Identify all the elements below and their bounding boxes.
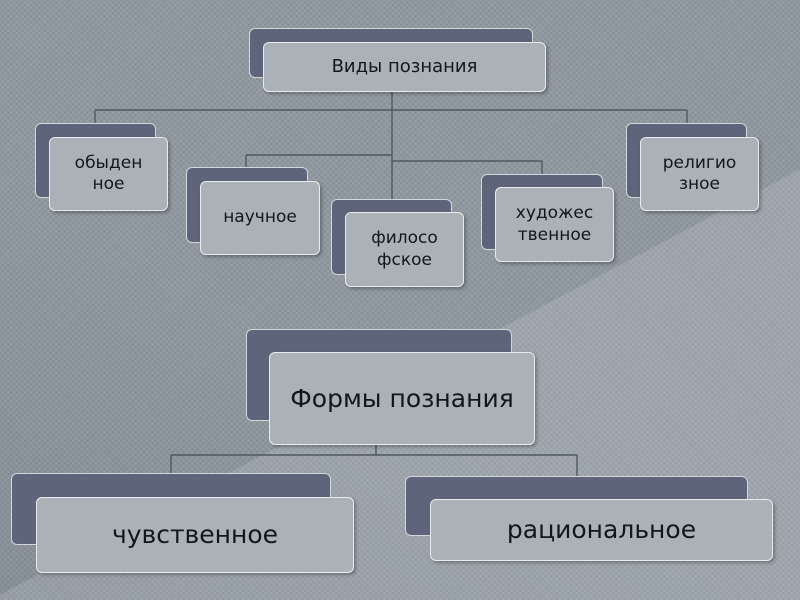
node-chuvstvennoe-label: чувственное [111, 520, 279, 550]
node-filosofskoe-line1: филосо [371, 228, 438, 249]
node-ratsionalnoe-label: рациональное [506, 515, 697, 545]
node-khudozhestvennoe-line2: твенное [517, 224, 592, 245]
node-obydennoe-line1: обыден [74, 152, 143, 173]
node-nauchnoe-label: научное [223, 207, 297, 228]
node-filosofskoe-line2: фское [376, 249, 432, 270]
node-obydennoe-line2: ное [92, 174, 125, 194]
node-vidy-poznaniya-label: Виды познания [331, 55, 478, 77]
node-khudozhestvennoe-line1: художес [515, 203, 594, 224]
node-religioznoe-line2: зное [678, 174, 720, 194]
node-formy-poznaniya-label: Формы познания [290, 383, 514, 413]
node-religioznoe-line1: религио [662, 152, 737, 173]
